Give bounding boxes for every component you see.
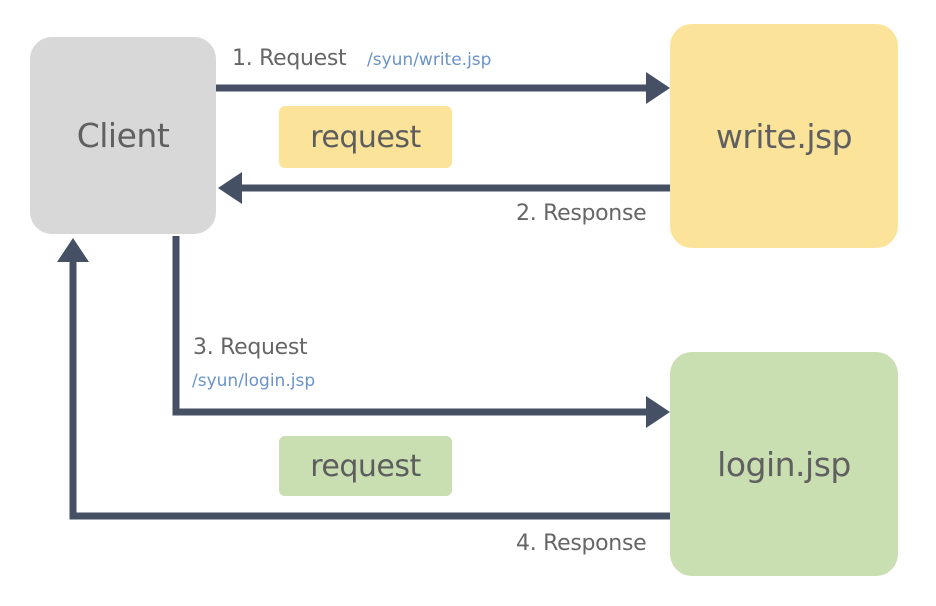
arrowhead-right-icon (646, 396, 670, 428)
write-jsp-node: write.jsp (670, 24, 898, 248)
request-object-write-label: request (310, 119, 421, 155)
step3-label: 3. Request (193, 335, 308, 360)
arrow-response-write (218, 172, 670, 204)
request-object-login: request (279, 436, 452, 496)
arrowhead-right-icon (646, 72, 670, 104)
step3-url: /syun/login.jsp (192, 371, 316, 391)
client-label: Client (76, 116, 170, 155)
step1-label: 1. Request (232, 46, 347, 71)
client-node: Client (30, 37, 216, 234)
arrow-response-login (57, 238, 670, 520)
step4-label: 4. Response (516, 531, 647, 556)
request-object-login-label: request (310, 448, 421, 484)
step1-url: /syun/write.jsp (367, 50, 492, 70)
login-jsp-label: login.jsp (717, 444, 851, 484)
arrow-request-write (216, 72, 670, 104)
arrow-request-login (172, 236, 670, 428)
step2-label: 2. Response (516, 201, 647, 226)
request-object-write: request (279, 106, 452, 168)
write-jsp-label: write.jsp (715, 116, 853, 156)
arrowhead-up-icon (57, 238, 89, 262)
login-jsp-node: login.jsp (670, 352, 898, 576)
arrowhead-left-icon (218, 172, 242, 204)
